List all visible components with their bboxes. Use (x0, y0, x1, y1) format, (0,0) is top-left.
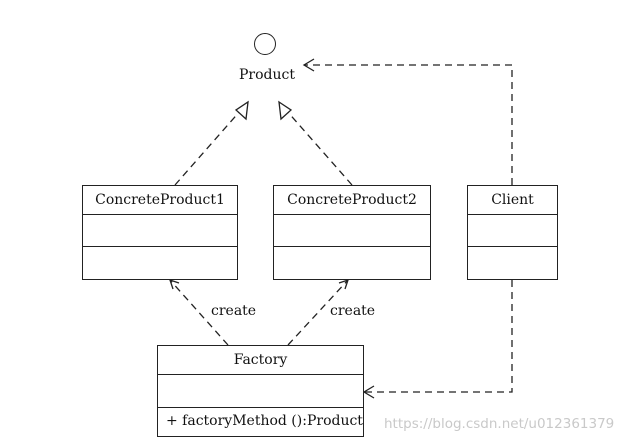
client-factory-dependency-line (364, 280, 513, 393)
create-arrowhead-2 (338, 278, 350, 290)
product-interface-icon (254, 33, 276, 55)
client-factory-arrowhead (362, 385, 375, 399)
client-class: Client (467, 185, 558, 280)
client-product-dependency-line (304, 64, 513, 185)
concrete-product-2-attributes (274, 214, 430, 246)
concrete-product-2-operations (274, 246, 430, 279)
realization-line-1 (174, 101, 249, 186)
factory-class: Factory + factoryMethod ():Product (157, 345, 364, 437)
create-line-2 (287, 279, 349, 346)
concrete-product-1-class: ConcreteProduct1 (82, 185, 238, 280)
concrete-product-1-operations (83, 246, 237, 279)
concrete-product-1-attributes (83, 214, 237, 246)
concrete-product-1-name: ConcreteProduct1 (95, 192, 225, 208)
realization-arrowhead-1 (234, 100, 249, 121)
realization-arrowhead-2 (278, 100, 293, 121)
client-attributes (468, 214, 557, 246)
watermark-text: https://blog.csdn.net/u012361379 (384, 416, 615, 432)
factory-name: Factory (233, 352, 288, 368)
realization-line-2 (278, 101, 353, 186)
create-label-1: create (211, 303, 257, 319)
create-label-2: create (330, 303, 376, 319)
concrete-product-2-class: ConcreteProduct2 (273, 185, 431, 280)
create-arrowhead-1 (168, 278, 180, 290)
product-label: Product (239, 67, 295, 83)
factory-attributes (158, 374, 363, 407)
client-operations (468, 246, 557, 279)
client-product-arrowhead (302, 58, 315, 72)
factory-method-operation: + factoryMethod ():Product (158, 407, 363, 434)
create-line-1 (169, 279, 229, 346)
client-name: Client (491, 192, 534, 208)
concrete-product-2-name: ConcreteProduct2 (287, 192, 417, 208)
